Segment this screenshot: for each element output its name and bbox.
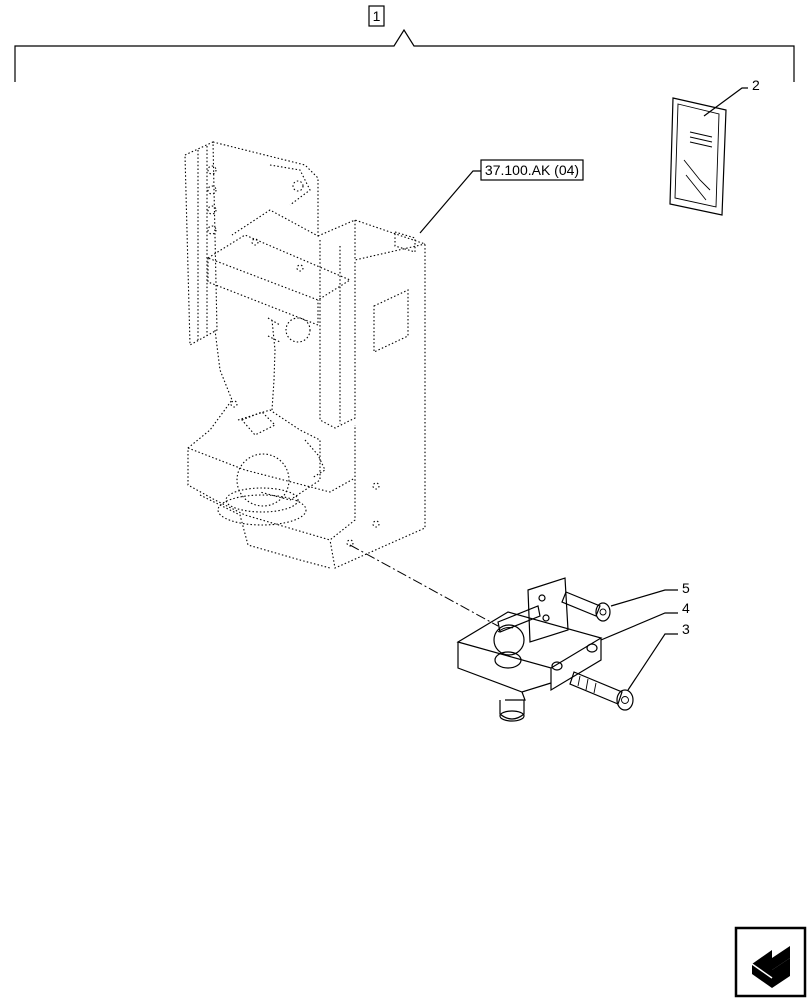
reference-label: 37.100.AK (04): [485, 162, 579, 178]
drawbar-assembly: [456, 577, 603, 722]
callout-5-label: 5: [682, 580, 690, 596]
callout-1-label: 1: [373, 8, 381, 24]
screw-upper: 5: [561, 580, 690, 622]
callout-2-label: 2: [752, 77, 760, 93]
callout-4-label: 4: [682, 600, 690, 616]
callout-4-leader: [600, 612, 678, 641]
screw-lower: 3: [569, 621, 690, 711]
next-page-arrow-icon[interactable]: [734, 926, 807, 998]
hitch-frame: [184, 141, 426, 569]
alignment-line: [349, 544, 499, 627]
reference-callout: 37.100.AK (04): [419, 159, 584, 234]
callout-3-label: 3: [682, 621, 690, 637]
assembly-bracket: 1: [14, 5, 795, 82]
operator-manual: 2: [669, 77, 760, 216]
